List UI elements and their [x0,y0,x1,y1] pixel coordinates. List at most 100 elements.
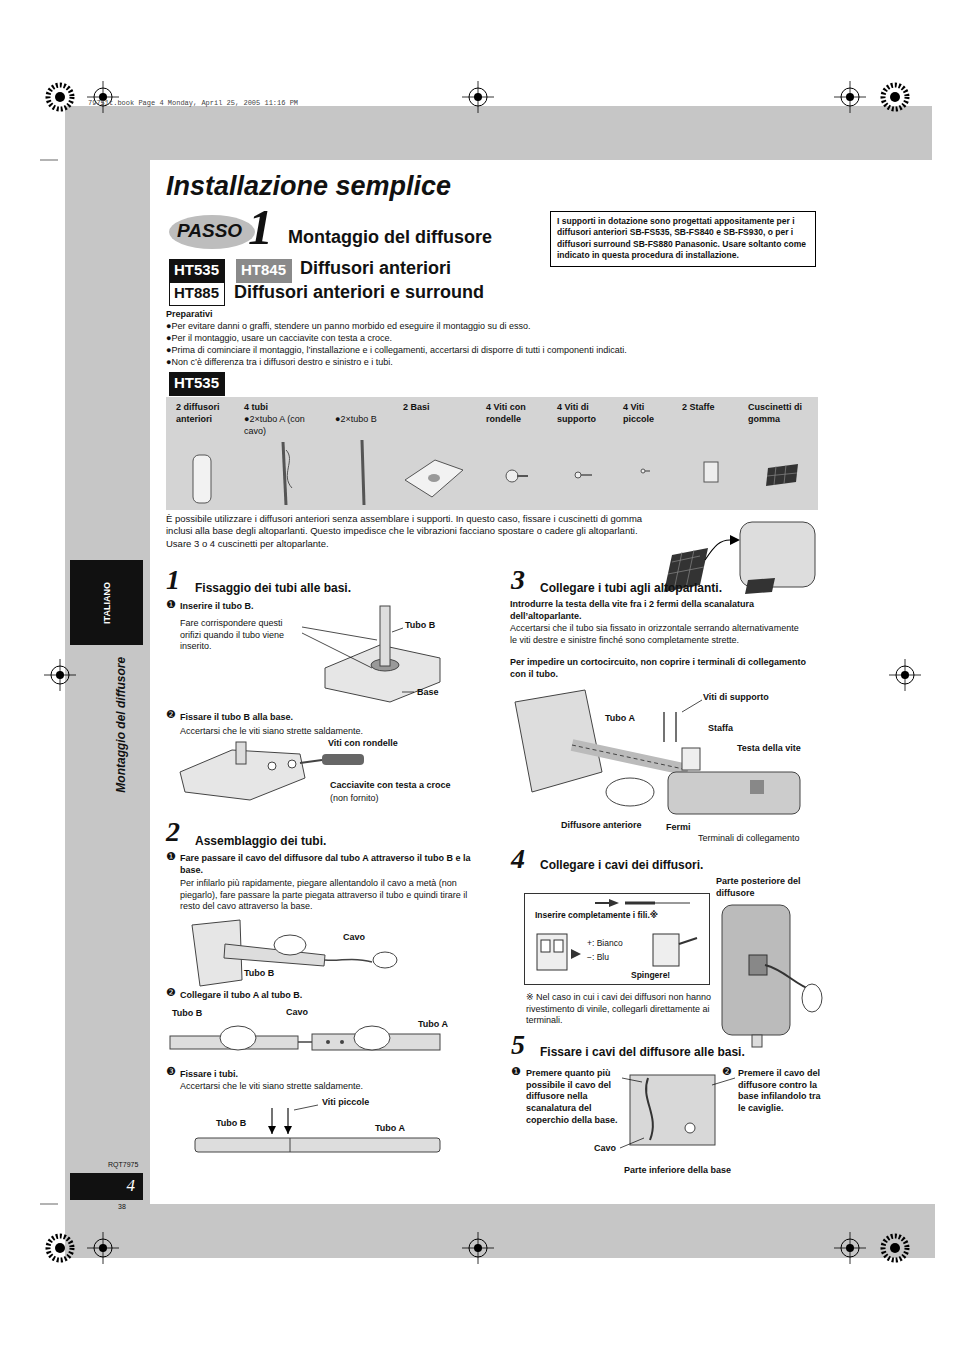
circled-number: ❷ [166,987,176,999]
caption-text: Preparativi [166,309,213,321]
caption-text: 4 Viti piccole [623,402,673,425]
step-heading: Assemblaggio dei tubi. [195,834,326,850]
node-text: HT535 [174,261,220,279]
caption-text: ●Per il montaggio, usare un cacciavite c… [166,333,392,345]
node-subtext: −: Blu [587,952,609,962]
circled-number: ❶ [166,851,176,863]
step-number: 2 [166,818,180,846]
caption-text: Fare corrispondere questi orifizi quando… [180,618,305,653]
circled-number: ❶ [511,1066,521,1078]
node-subtext: 1 [248,202,273,252]
caption-text: Cavo [594,1143,616,1155]
caption-text: Viti piccole [322,1097,369,1109]
node-text: ITALIANO [102,582,112,624]
caption-text: Per infilarlo più rapidamente, piegare a… [180,878,475,913]
step-number: 3 [511,566,525,594]
caption-text: Diffusore anteriore [561,820,642,832]
model-badge: HT885 [169,282,225,306]
caption-text: Parte posteriore del diffusore [716,876,811,899]
caption-text: ※ Nel caso in cui i cavi dei diffusori n… [526,992,711,1027]
caption-text: Fermi [666,822,691,834]
model-badge: HT535 [169,259,225,283]
caption-text: Testa della vite [737,743,801,755]
caption-text: Premere quanto più possibile il cavo del… [526,1068,622,1126]
step-badge: PASSO1 [168,208,284,254]
caption-text: Inserire il tubo B. [180,601,254,613]
step-heading: Collegare i cavi dei diffusori. [540,858,703,874]
caption-text: Cuscinetti di gomma [748,402,820,425]
caption-text: Cavo [286,1007,308,1019]
caption-text: Viti con rondelle [328,738,398,750]
caption-text: ●Per evitare danni o graffi, stendere un… [166,321,531,333]
caption-text: Collegare il tubo A al tubo B. [180,990,302,1002]
caption-text: Tubo A [375,1123,405,1135]
caption-text: Viti di supporto [703,692,769,704]
caption-text: Introdurre la testa della vite fra i 2 f… [510,599,810,622]
caption-text: ●Prima di cominciare il montaggio, l’ins… [166,345,627,357]
caption-text: Tubo B [172,1008,202,1020]
step-number: 5 [511,1031,525,1059]
print-slug: 79751t.book Page 4 Monday, April 25, 200… [88,99,298,108]
caption-text: Parte inferiore della base [624,1165,731,1177]
node-subtext: +: Bianco [587,938,623,948]
caption-text: ●Non c’è differenza tra i diffusori dest… [166,357,393,369]
node-text: 4 [127,1176,136,1196]
node-text: HT535 [174,374,220,392]
caption-text: Cacciavite con testa a croce [330,780,451,792]
caption-text: 2 Basi [403,402,430,414]
step-number: 1 [166,566,180,594]
caption-text: 4 Viti di supporto [557,402,611,425]
caption-text: RQT7975 [108,1160,138,1169]
node-text: HT845 [241,261,287,279]
caption-text: Premere il cavo del diffusore contro la … [738,1068,826,1115]
caption-text: Fissare il tubo B alla base. [180,712,293,724]
step-heading: Fissaggio dei tubi alle basi. [195,581,351,597]
caption-text: Per impedire un cortocircuito, non copri… [510,657,810,680]
node-subtext: Spingere! [631,970,670,980]
caption-text: 2 Staffe [682,402,715,414]
caption-text: ●2×tubo B [335,414,377,426]
caption-text: 4 tubi [244,402,268,414]
wire-insert-box: Inserire completamente i fili.※+: Bianco… [524,893,710,985]
caption-text: Terminali di collegamento [698,833,800,845]
caption-text: Accertarsi che le viti siano strette sal… [180,726,363,738]
caption-text: Cavo [343,932,365,944]
caption-text: 4 Viti con rondelle [486,402,548,425]
side-section-label: Montaggio del diffusore [114,657,130,793]
step-heading: Collegare i tubi agli altoparlanti. [540,581,722,597]
caption-text: (non fornito) [330,793,379,805]
note-box: I supporti in dotazione sono progettati … [550,211,816,267]
caption-text: Staffa [708,723,733,735]
model-badge: HT535 [169,372,225,396]
step-heading: Diffusori anteriori e surround [234,281,484,304]
node-text: HT885 [174,284,220,302]
caption-text: Tubo B [216,1118,246,1130]
node-text: PASSO [177,220,242,242]
node-text: I supporti in dotazione sono progettati … [557,216,809,262]
circled-number: ❷ [166,709,176,721]
step-number: 4 [511,845,525,873]
caption-text: Tubo A [418,1019,448,1031]
caption-text: Accertarsi che le viti siano strette sal… [180,1081,363,1093]
step-heading: Montaggio del diffusore [288,226,492,249]
caption-text: 38 [118,1202,126,1211]
step-heading: Fissare i cavi del diffusore alle basi. [540,1045,745,1061]
caption-text: Accertarsi che il tubo sia fissato in or… [510,623,800,646]
caption-text: Tubo A [605,713,635,725]
page-title: Installazione semplice [166,170,451,202]
caption-text: È possibile utilizzare i diffusori anter… [166,513,648,550]
page-number-box: 4 [70,1173,143,1200]
caption-text: Base [417,687,439,699]
circled-number: ❷ [722,1066,732,1078]
caption-text: 2 diffusori anteriori [176,402,238,425]
circled-number: ❶ [166,599,176,611]
model-badge: HT845 [236,259,292,283]
circled-number: ❸ [166,1066,176,1078]
step-heading: Diffusori anteriori [300,257,451,280]
caption-text: Fissare i tubi. [180,1069,238,1081]
caption-text: ●2×tubo A (con cavo) [244,414,314,437]
caption-text: Tubo B [244,968,274,980]
language-tab: ITALIANO [70,560,143,645]
